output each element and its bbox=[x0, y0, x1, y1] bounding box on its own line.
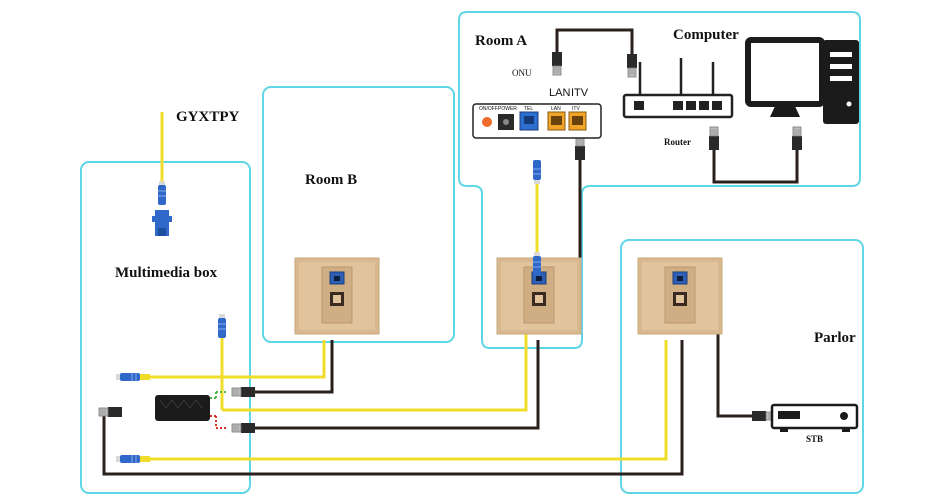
fiber-adapter-icon bbox=[152, 210, 172, 236]
ethernet-plug-icon bbox=[98, 406, 123, 418]
fiber-connector-icon bbox=[157, 180, 167, 206]
onu-lan-label: LAN bbox=[551, 106, 561, 112]
multimedia-box-room-border bbox=[80, 161, 251, 494]
ethernet-plug-icon bbox=[574, 136, 586, 161]
router-label: Router bbox=[664, 137, 691, 147]
onu-label: ONU bbox=[512, 68, 532, 78]
stb-icon bbox=[770, 403, 859, 432]
ethernet-plug-icon bbox=[708, 126, 720, 151]
room-b-label: Room B bbox=[305, 172, 358, 188]
itv-label: ITV bbox=[571, 87, 589, 99]
onu-icon bbox=[472, 103, 602, 139]
router-icon bbox=[622, 58, 734, 119]
wall-socket-icon bbox=[294, 257, 380, 335]
room-b-border bbox=[262, 86, 455, 343]
onu-on-off-label: ON/OFF bbox=[479, 106, 498, 112]
fiber-connector-icon bbox=[532, 251, 542, 277]
fiber-connector-icon bbox=[532, 159, 542, 185]
wall-socket-icon bbox=[637, 257, 723, 335]
ethernet-plug-icon bbox=[551, 51, 563, 76]
fiber-connector-icon bbox=[115, 372, 151, 382]
lan-label: LAN bbox=[549, 87, 571, 99]
room-a-label: Room A bbox=[475, 33, 528, 49]
ethernet-plug-icon bbox=[626, 53, 638, 78]
computer-icon bbox=[745, 37, 859, 124]
room-a-border bbox=[458, 11, 861, 349]
ethernet-plug-icon bbox=[791, 126, 803, 151]
fiber-cables bbox=[150, 112, 668, 461]
splitter-leads bbox=[210, 391, 228, 429]
parlor-room-border bbox=[620, 239, 864, 494]
fiber-connector-icon bbox=[217, 313, 227, 339]
onu-tel-label: TEL bbox=[524, 106, 534, 112]
ethernet-plug-icon bbox=[231, 422, 256, 434]
stb-label: STB bbox=[806, 434, 824, 444]
multimedia-box-label: Multimedia box bbox=[115, 265, 218, 281]
fiber-source-label: GYXTPY bbox=[176, 109, 240, 125]
onu-itv-label: ITV bbox=[572, 106, 580, 112]
fiber-connector-icon bbox=[115, 454, 151, 464]
ethernet-plug-icon bbox=[231, 386, 256, 398]
computer-label: Computer bbox=[673, 27, 739, 43]
onu-power-label: POWER bbox=[498, 106, 517, 112]
splitter-icon bbox=[155, 395, 210, 421]
parlor-label: Parlor bbox=[814, 330, 856, 346]
